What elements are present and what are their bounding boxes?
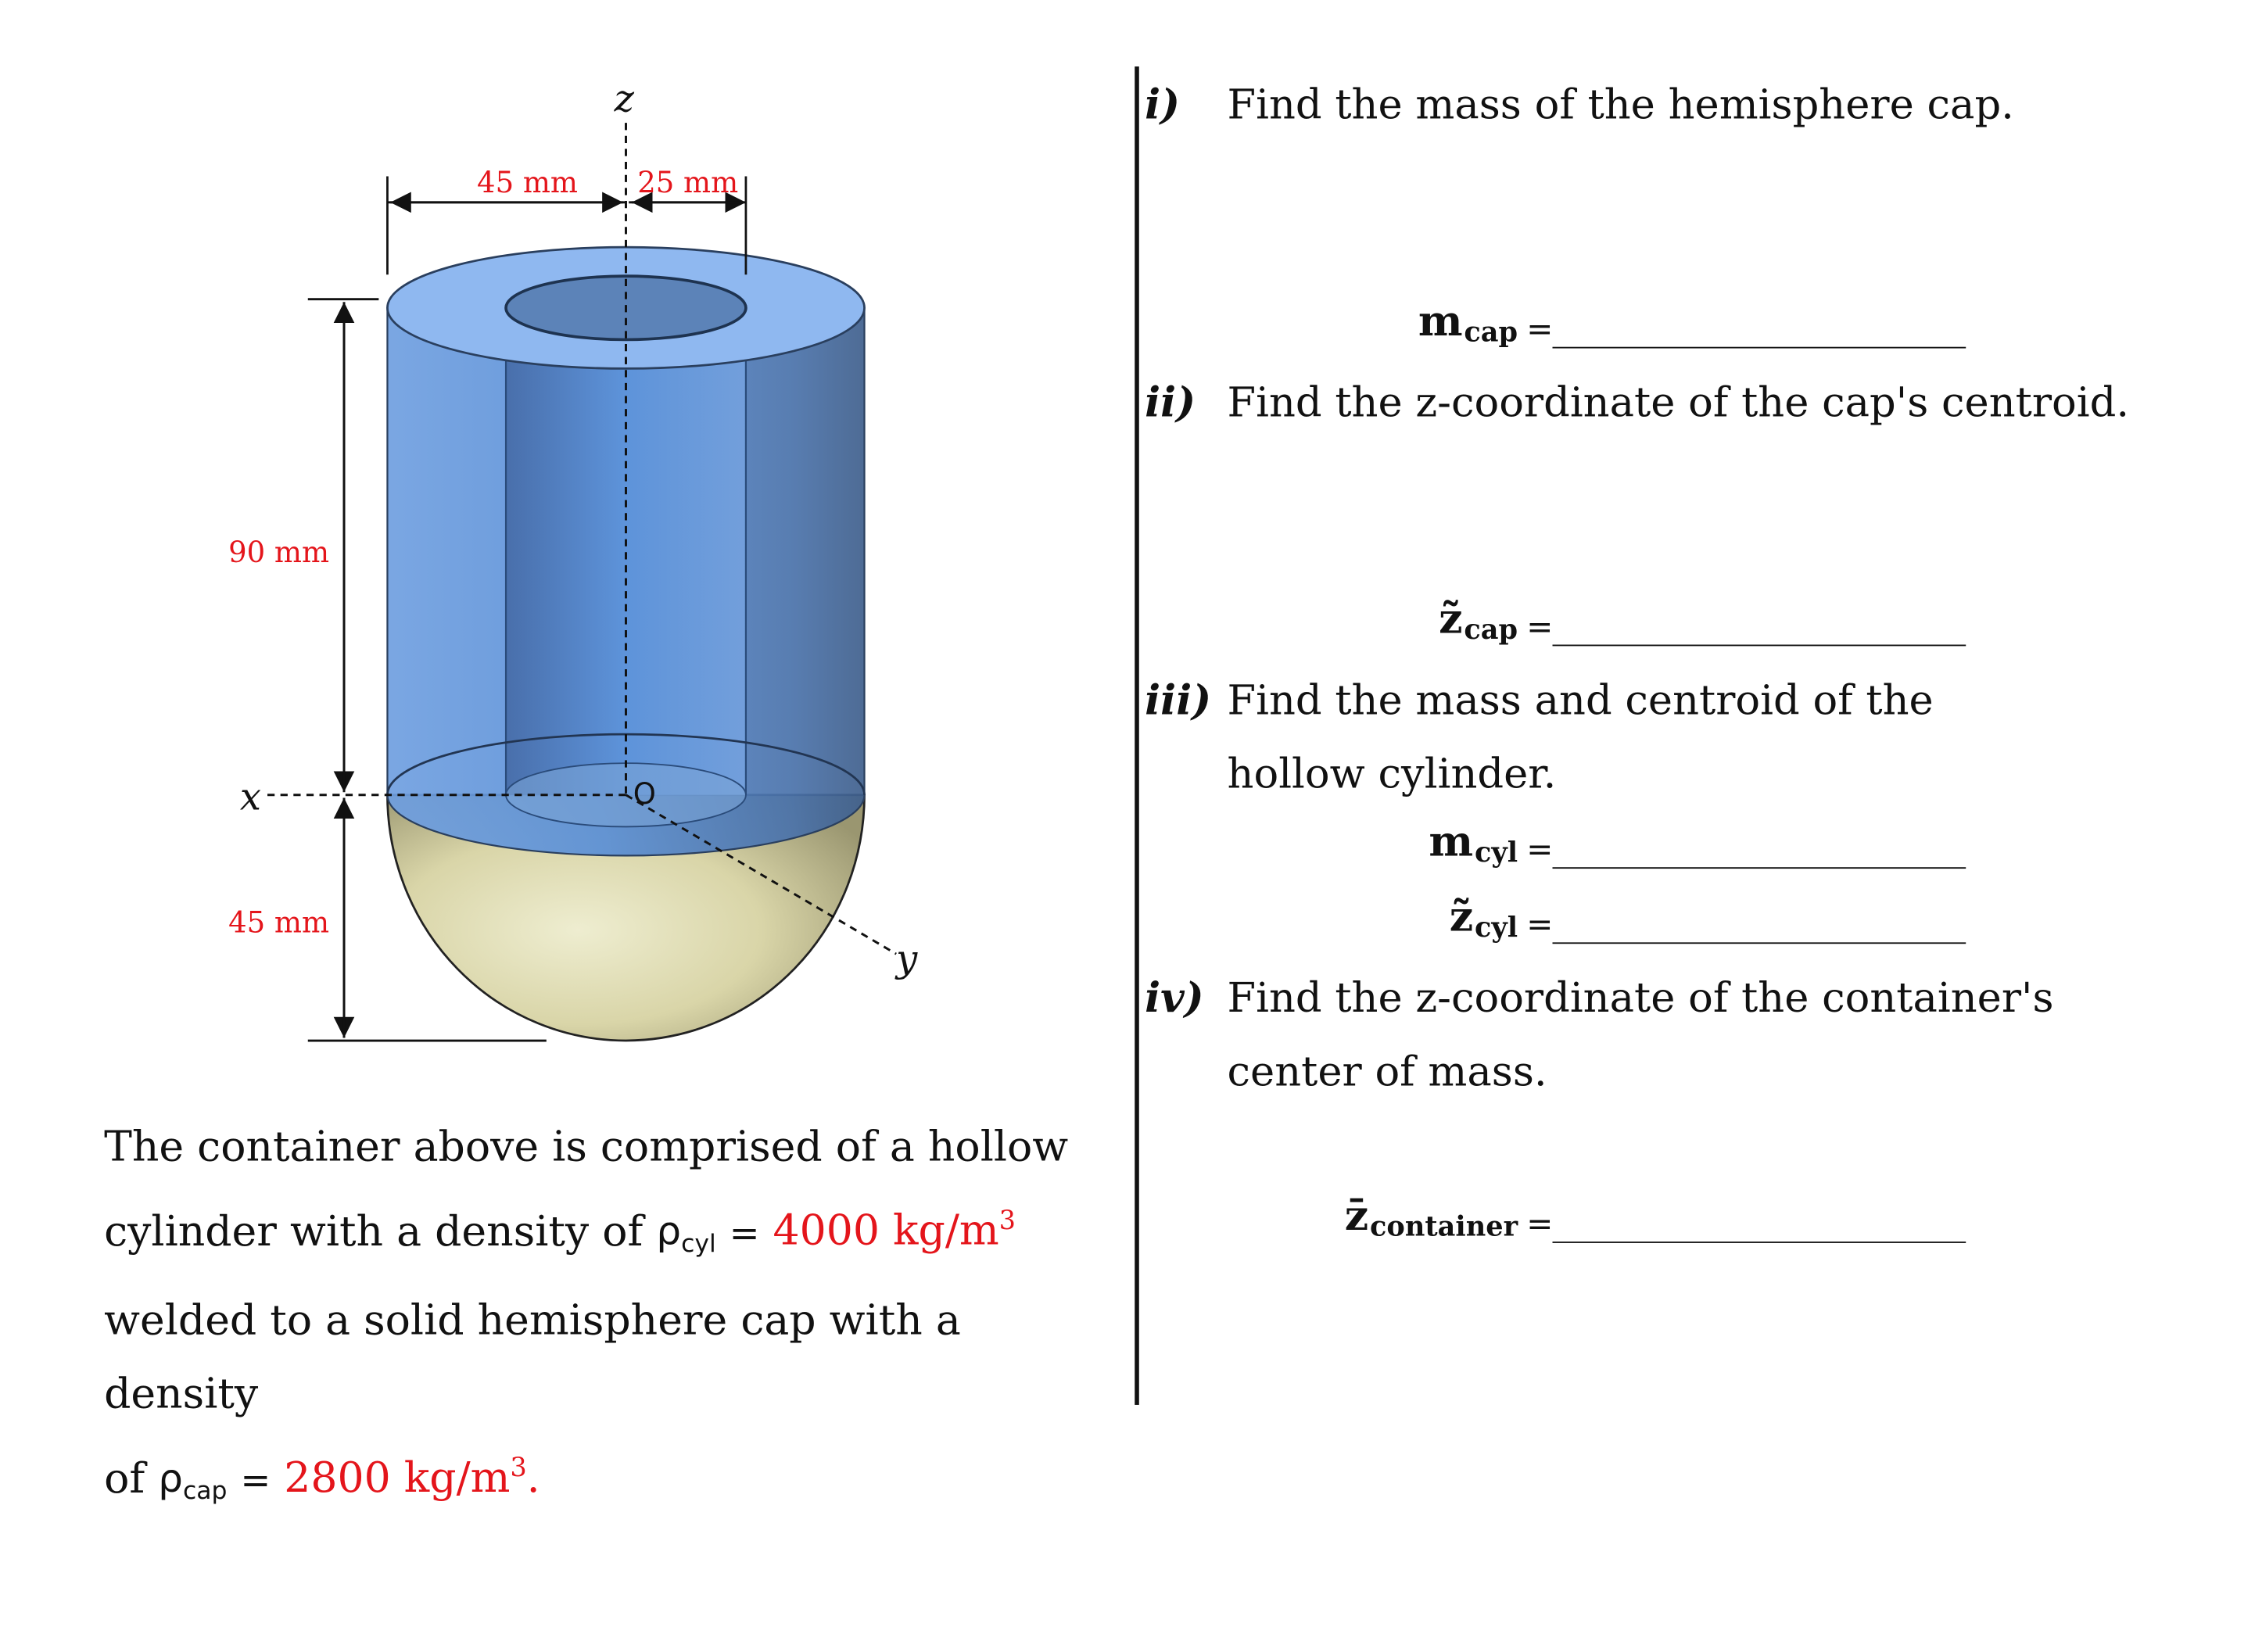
answer-blank[interactable]: [1552, 1242, 1966, 1243]
answer-blank[interactable]: [1552, 942, 1966, 944]
desc-line-3: welded to a solid hemisphere cap with a …: [104, 1294, 961, 1418]
desc-line-1: The container above is comprised of a ho…: [104, 1121, 1069, 1171]
answer-blank[interactable]: [1552, 346, 1966, 349]
dim-45mm-top: 45 mm: [477, 166, 578, 199]
problem-description: The container above is comprised of a ho…: [104, 1110, 1116, 1531]
container-figure: z x y O 45 mm 25 mm 90 mm 45 mm: [228, 77, 918, 1042]
rho-cyl-value: 4000 kg/m3: [773, 1206, 1016, 1255]
z-axis-label: z: [614, 77, 635, 120]
y-axis-label: y: [894, 937, 918, 980]
answer-blank[interactable]: [1552, 867, 1966, 869]
rho-cap-symbol: ρcap: [158, 1457, 228, 1507]
column-divider: [1135, 66, 1139, 1405]
dim-45mm-left: 45 mm: [228, 905, 329, 939]
dim-25mm-top: 25 mm: [637, 166, 738, 199]
desc-line-4: of ρcap = 2800 kg/m3.: [104, 1453, 540, 1507]
rho-cyl-symbol: ρcyl: [656, 1209, 716, 1260]
rho-cap-value: 2800 kg/m3.: [284, 1453, 540, 1503]
dim-90mm-left: 90 mm: [228, 536, 329, 569]
hemisphere-cap: [386, 794, 866, 1042]
answer-m-cyl[interactable]: mcyl =: [1301, 817, 1966, 877]
answer-blank[interactable]: [1552, 644, 1966, 647]
origin-label: O: [633, 777, 656, 811]
answer-z-cap[interactable]: z̃cap =: [1301, 594, 1966, 655]
answer-z-container[interactable]: z̄container =: [1301, 1191, 1966, 1252]
answer-m-cap[interactable]: mcap =: [1301, 296, 1966, 357]
x-axis-label: x: [240, 775, 261, 819]
desc-line-2: cylinder with a density of ρcyl = 4000 k…: [104, 1206, 1016, 1260]
answer-z-cyl[interactable]: z̃cyl =: [1301, 892, 1966, 952]
